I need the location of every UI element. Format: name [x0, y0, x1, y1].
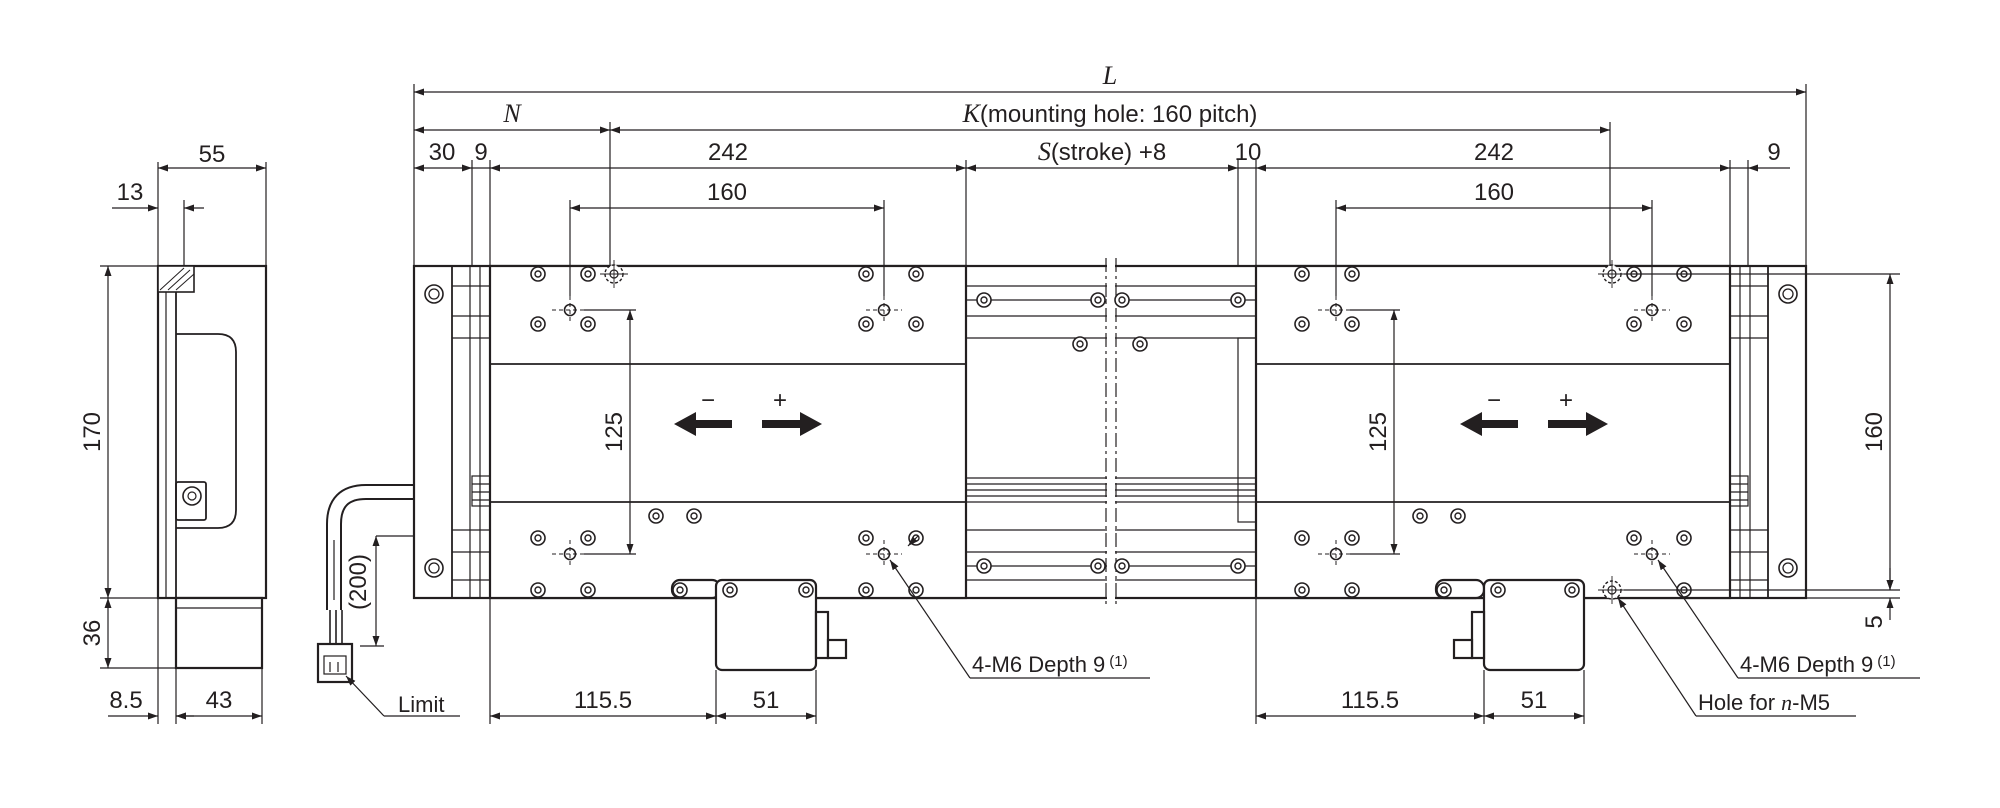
overall-length-dimension: L	[413, 61, 1807, 266]
top-view	[412, 258, 1808, 608]
limit-callout: Limit	[345, 675, 460, 717]
125-dimensions: 125 125	[584, 309, 1400, 555]
side-view-dimensions: 55 13 170 36 8.5 43	[79, 141, 267, 724]
dim-125-left: 125	[601, 412, 628, 452]
svg-text:S(stroke) +8: S(stroke) +8	[1038, 137, 1166, 166]
dim-115-5-right: 115.5	[1341, 687, 1399, 714]
dim-51-right: 51	[1521, 687, 1548, 714]
dim-51-left: 51	[753, 687, 780, 714]
row3-dimensions: 30 9 242 S(stroke) +8 10 242 9	[414, 137, 1790, 266]
m6-footnote: (1)	[1109, 653, 1127, 670]
dim-N: N	[502, 99, 522, 128]
dim-115-5-left: 115.5	[574, 687, 632, 714]
sensor-block-left	[670, 578, 848, 672]
limit-cable	[316, 484, 414, 684]
dim-200: (200)	[345, 554, 372, 610]
160-pitch-dimensions: 160 160	[569, 179, 1653, 296]
limit-label: Limit	[398, 692, 444, 717]
dim-K: K	[962, 99, 982, 128]
bottom-dimensions: 115.5 51 115.5 51	[489, 598, 1585, 724]
dim-9-right: 9	[1767, 139, 1780, 166]
dim-160-right: 160	[1474, 179, 1514, 206]
dim-242-left: 242	[708, 139, 748, 166]
dim-S: S	[1038, 137, 1051, 166]
dim-5: 5	[1861, 615, 1888, 628]
dim-9-left: 9	[474, 139, 487, 166]
svg-text:4-M6 Depth 9(1): 4-M6 Depth 9(1)	[1740, 652, 1896, 677]
K-dimension: K(mounting hole: 160 pitch)	[610, 99, 1611, 266]
dim-K-note: (mounting hole: 160 pitch)	[980, 101, 1258, 128]
dim-36: 36	[79, 620, 106, 647]
dim-30: 30	[429, 139, 456, 166]
dim-160-vertical: 160	[1861, 412, 1888, 452]
dim-13: 13	[117, 179, 144, 206]
m6-footnote: (1)	[1877, 653, 1895, 670]
dim-10: 10	[1235, 139, 1262, 166]
direction-arrows-right: − +	[1460, 387, 1608, 436]
m6-callout-right: 4-M6 Depth 9(1)	[1657, 559, 1920, 679]
hole-callout: Hole for n-M5	[1617, 597, 1856, 717]
side-view	[156, 264, 268, 670]
dim-43: 43	[206, 687, 233, 714]
sensor-block-right	[1434, 578, 1586, 672]
hole-var: n	[1781, 690, 1792, 715]
dim-S-note: (stroke) +8	[1051, 139, 1166, 166]
minus-label: −	[701, 387, 715, 414]
direction-arrows-left: − +	[674, 387, 822, 436]
svg-text:K(mounting hole: 160 pitch): K(mounting hole: 160 pitch)	[962, 99, 1258, 128]
N-dimension: N	[414, 99, 611, 266]
dim-L: L	[1102, 61, 1117, 90]
plus-label: +	[1559, 387, 1573, 414]
m6-label: 4-M6 Depth 9	[1740, 652, 1873, 677]
m6-callout-left: 4-M6 Depth 9(1)	[889, 535, 1150, 679]
plus-label: +	[773, 387, 787, 414]
dim-55: 55	[199, 141, 226, 168]
dim-242-right: 242	[1474, 139, 1514, 166]
dim-170: 170	[79, 412, 106, 452]
cable-length-dimension: (200)	[345, 535, 414, 647]
svg-text:4-M6 Depth 9(1): 4-M6 Depth 9(1)	[972, 652, 1128, 677]
minus-label: −	[1487, 387, 1501, 414]
hole-prefix: Hole for	[1698, 690, 1781, 715]
right-height-dimensions: 160 5	[1624, 273, 1900, 629]
dim-125-right: 125	[1365, 412, 1392, 452]
dim-8-5: 8.5	[109, 687, 142, 714]
svg-text:Hole for n-M5: Hole for n-M5	[1698, 690, 1830, 715]
dim-160-left: 160	[707, 179, 747, 206]
hole-suffix: -M5	[1792, 690, 1830, 715]
m6-label: 4-M6 Depth 9	[972, 652, 1105, 677]
